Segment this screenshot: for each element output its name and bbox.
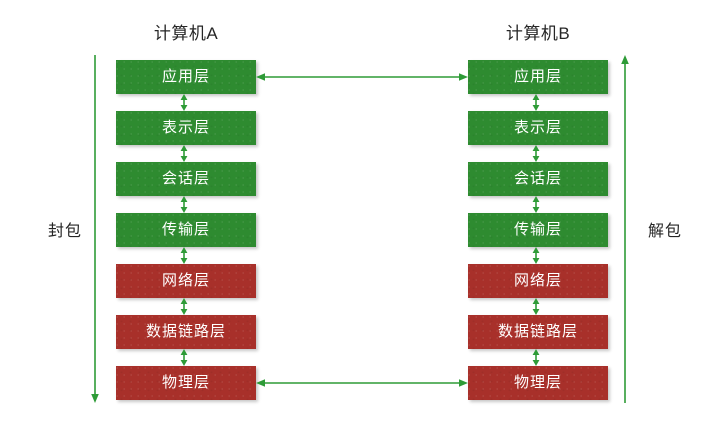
layer-connector-arrow — [530, 145, 542, 163]
layer-connector-arrow — [530, 94, 542, 112]
side-label-decapsulation: 解包 — [648, 223, 683, 240]
layer-box: 会话层 — [116, 162, 256, 196]
layer-box: 网络层 — [468, 264, 608, 298]
layer-box: 传输层 — [116, 213, 256, 247]
column-title-computer-a: 计算机A — [153, 24, 219, 43]
column-title-computer-b: 计算机B — [505, 24, 571, 43]
layer-connector-arrow — [178, 298, 190, 316]
layer-connector-arrow — [530, 247, 542, 265]
decapsulation-flow-arrow — [618, 55, 632, 403]
layer-connector-arrow — [530, 349, 542, 367]
layer-box: 应用层 — [116, 60, 256, 94]
layer-connector-arrow — [178, 349, 190, 367]
layer-box: 数据链路层 — [116, 315, 256, 349]
layer-box: 表示层 — [116, 111, 256, 145]
layer-connector-arrow — [178, 145, 190, 163]
layer-box: 物理层 — [468, 366, 608, 400]
layer-connector-arrow — [530, 196, 542, 214]
layer-connector-arrow — [178, 94, 190, 112]
peer-link-arrow-application — [256, 70, 468, 84]
peer-link-arrow-physical — [256, 376, 468, 390]
layer-box: 数据链路层 — [468, 315, 608, 349]
layer-box: 物理层 — [116, 366, 256, 400]
layer-connector-arrow — [178, 196, 190, 214]
layer-connector-arrow — [178, 247, 190, 265]
layer-box: 网络层 — [116, 264, 256, 298]
encapsulation-flow-arrow — [88, 55, 102, 403]
side-label-encapsulation: 封包 — [48, 223, 83, 240]
layer-box: 会话层 — [468, 162, 608, 196]
layer-connector-arrow — [530, 298, 542, 316]
layer-box: 表示层 — [468, 111, 608, 145]
layer-box: 传输层 — [468, 213, 608, 247]
layer-box: 应用层 — [468, 60, 608, 94]
